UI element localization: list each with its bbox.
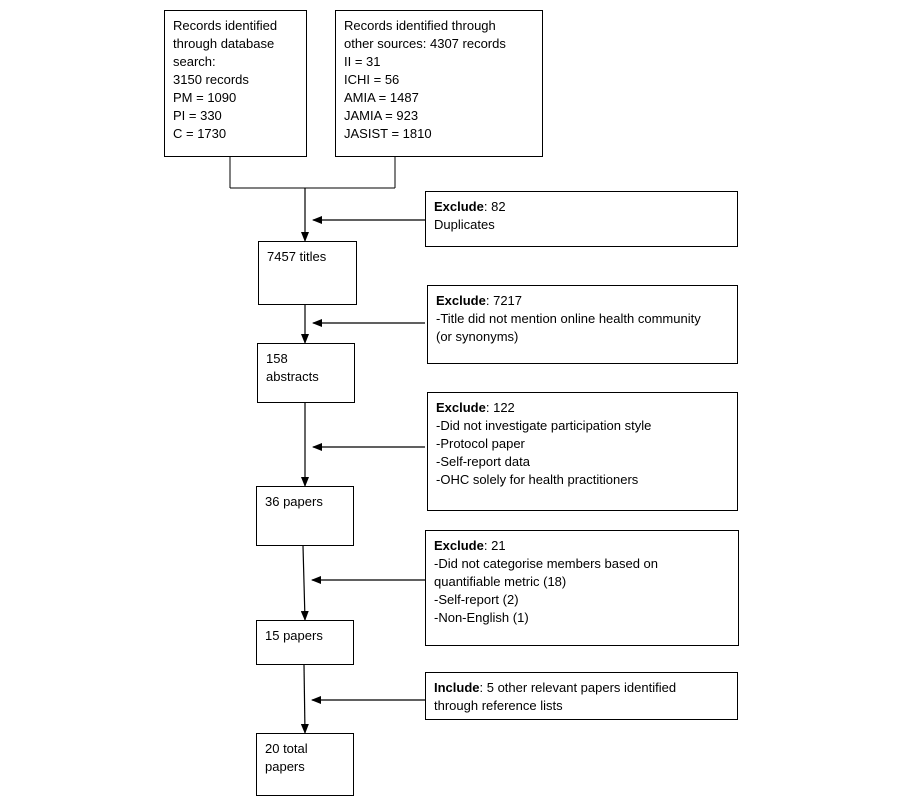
include-references-box: Include: 5 other relevant papers identif… xyxy=(425,672,738,720)
arrow-to-total xyxy=(300,664,309,734)
include-count: : 5 other relevant papers identified xyxy=(479,680,677,695)
arrow-to-15-papers xyxy=(300,545,309,621)
database-search-box: Records identified through database sear… xyxy=(164,10,307,157)
papers-36-box: 36 papers xyxy=(256,486,354,546)
other-line-3: II = 31 xyxy=(344,54,381,69)
exclude-titles-box: Exclude: 7217 -Title did not mention onl… xyxy=(427,285,738,364)
exclude-keyword: Exclude xyxy=(434,538,484,553)
papers-36-label: 36 papers xyxy=(265,494,323,509)
database-line-3: search: xyxy=(173,54,216,69)
total-line-2: papers xyxy=(265,759,305,774)
exclude-reason: -Non-English (1) xyxy=(434,610,529,625)
database-line-4: 3150 records xyxy=(173,72,249,87)
exclude-reason: -Did not categorise members based on xyxy=(434,556,659,571)
exclude-duplicates-header: Exclude: 82 xyxy=(434,198,729,216)
include-header: Include: 5 other relevant papers identif… xyxy=(434,679,729,697)
include-keyword: Include xyxy=(434,680,480,695)
exclude-count: : 21 xyxy=(483,538,506,553)
exclude-abstracts-box: Exclude: 122 -Did not investigate partic… xyxy=(427,392,738,511)
other-line-4: ICHI = 56 xyxy=(344,72,400,87)
total-papers-box: 20 total papers xyxy=(256,733,354,796)
abstracts-box: 158 abstracts xyxy=(257,343,355,403)
other-line-7: JASIST = 1810 xyxy=(344,126,432,141)
papers-15-box: 15 papers xyxy=(256,620,354,665)
database-line-1: Records identified xyxy=(173,18,278,33)
total-line-1: 20 total xyxy=(265,741,308,756)
exclude-papers-header: Exclude: 21 xyxy=(434,537,730,555)
database-line-5: PM = 1090 xyxy=(173,90,237,105)
exclude-keyword: Exclude xyxy=(436,293,486,308)
exclude-count: : 122 xyxy=(485,400,515,415)
other-sources-box: Records identified through other sources… xyxy=(335,10,543,157)
exclude-reason: -Title did not mention online health com… xyxy=(436,311,701,326)
titles-label: 7457 titles xyxy=(267,249,327,264)
exclude-count: : 82 xyxy=(483,199,506,214)
exclude-reason: -Did not investigate participation style xyxy=(436,418,652,433)
include-reason: through reference lists xyxy=(434,698,563,713)
exclude-reason: quantifiable metric (18) xyxy=(434,574,567,589)
exclude-abstracts-header: Exclude: 122 xyxy=(436,399,729,417)
abstracts-line-1: 158 xyxy=(266,351,288,366)
database-line-6: PI = 330 xyxy=(173,108,222,123)
exclude-reason: Duplicates xyxy=(434,217,495,232)
exclude-duplicates-box: Exclude: 82 Duplicates xyxy=(425,191,738,247)
exclude-titles-header: Exclude: 7217 xyxy=(436,292,729,310)
other-line-6: JAMIA = 923 xyxy=(344,108,419,123)
exclude-keyword: Exclude xyxy=(434,199,484,214)
other-line-5: AMIA = 1487 xyxy=(344,90,419,105)
exclude-reason: -Self-report (2) xyxy=(434,592,519,607)
other-line-1: Records identified through xyxy=(344,18,496,33)
database-line-2: through database xyxy=(173,36,275,51)
exclude-papers-box: Exclude: 21 -Did not categorise members … xyxy=(425,530,739,646)
titles-box: 7457 titles xyxy=(258,241,357,305)
exclude-reason: (or synonyms) xyxy=(436,329,519,344)
database-line-7: C = 1730 xyxy=(173,126,227,141)
abstracts-line-2: abstracts xyxy=(266,369,319,384)
exclude-reason: -OHC solely for health practitioners xyxy=(436,472,639,487)
exclude-keyword: Exclude xyxy=(436,400,486,415)
papers-15-label: 15 papers xyxy=(265,628,323,643)
exclude-count: : 7217 xyxy=(485,293,523,308)
exclude-reason: -Self-report data xyxy=(436,454,530,469)
other-line-2: other sources: 4307 records xyxy=(344,36,506,51)
exclude-reason: -Protocol paper xyxy=(436,436,525,451)
